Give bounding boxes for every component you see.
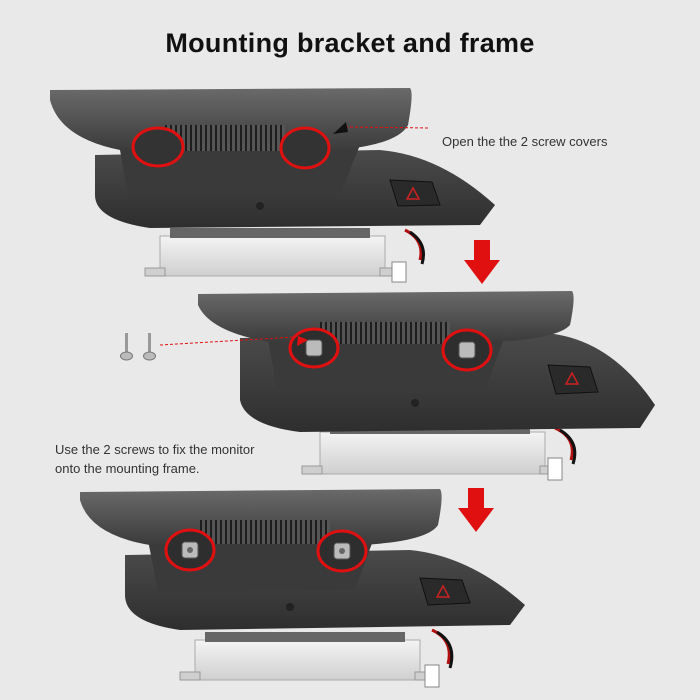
- screw-cover-highlight-icon: [279, 126, 331, 170]
- step-2-caption-line-2: onto the mounting frame.: [55, 461, 200, 476]
- vent-grille: [320, 322, 450, 344]
- hazard-button-icon: [547, 364, 599, 395]
- pointer-arrowhead: [333, 122, 348, 134]
- screw-cover-highlight-icon: [131, 126, 185, 168]
- vent-grille: [200, 520, 330, 544]
- pointer-line: [344, 126, 431, 129]
- down-arrow-icon: [464, 240, 500, 284]
- vent-grille: [165, 125, 285, 151]
- page-title: Mounting bracket and frame: [165, 28, 535, 58]
- mount-hole: [411, 399, 419, 407]
- mount-hole: [256, 202, 264, 210]
- mounting-frame: [179, 628, 454, 688]
- screw-icon: [143, 333, 156, 361]
- hazard-button-icon: [419, 577, 471, 606]
- pointer-arrowhead: [297, 336, 308, 346]
- screw-icon: [120, 333, 133, 361]
- assembly-step-3: [80, 489, 525, 688]
- assembly-step-1: [50, 88, 495, 283]
- step-1-caption: Open the the 2 screw covers: [442, 134, 608, 149]
- pointer-line: [159, 336, 296, 346]
- hazard-button-icon: [389, 179, 441, 207]
- assembly-step-2: [120, 291, 655, 481]
- mount-hole: [286, 603, 294, 611]
- down-arrow-icon: [458, 488, 494, 532]
- step-2-caption: Use the 2 screws to fix the monitor onto…: [55, 440, 254, 478]
- step-2-caption-line-1: Use the 2 screws to fix the monitor: [55, 442, 255, 457]
- monitor-body: [198, 291, 574, 343]
- mounting-frame: [144, 228, 425, 283]
- mounting-frame: [301, 424, 577, 481]
